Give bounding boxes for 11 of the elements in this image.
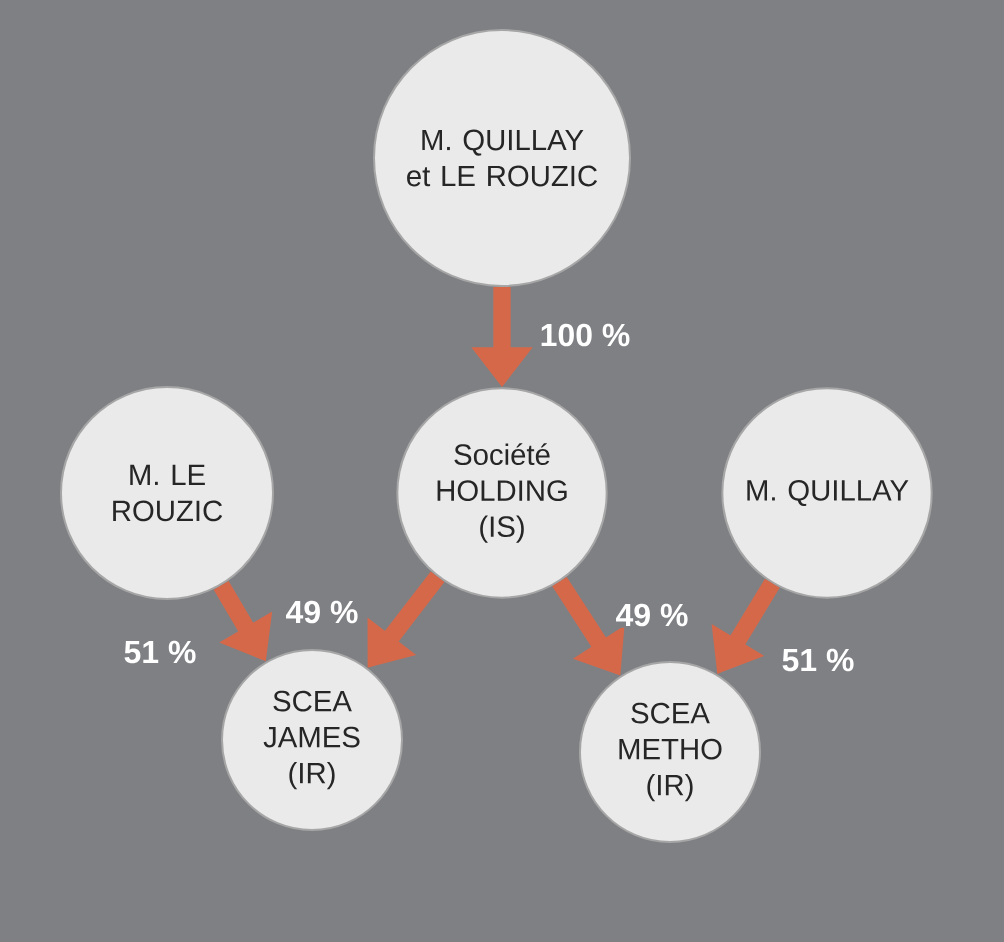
circle-node: Société HOLDING (IS)	[396, 387, 608, 599]
circle-node: SCEA METHO (IR)	[579, 661, 761, 843]
circle-node: SCEA JAMES (IR)	[221, 649, 403, 831]
edge-label: 49 %	[614, 602, 690, 628]
edge-label: 51 %	[780, 647, 856, 673]
circle-node: M. QUILLAY	[721, 387, 933, 599]
edge-label: 49 %	[284, 599, 360, 625]
edge-label: 100 %	[538, 322, 632, 348]
edge-label: 51 %	[122, 639, 198, 665]
circle-node: M. QUILLAY et LE ROUZIC	[373, 29, 631, 287]
circle-node: M. LE ROUZIC	[60, 386, 274, 600]
